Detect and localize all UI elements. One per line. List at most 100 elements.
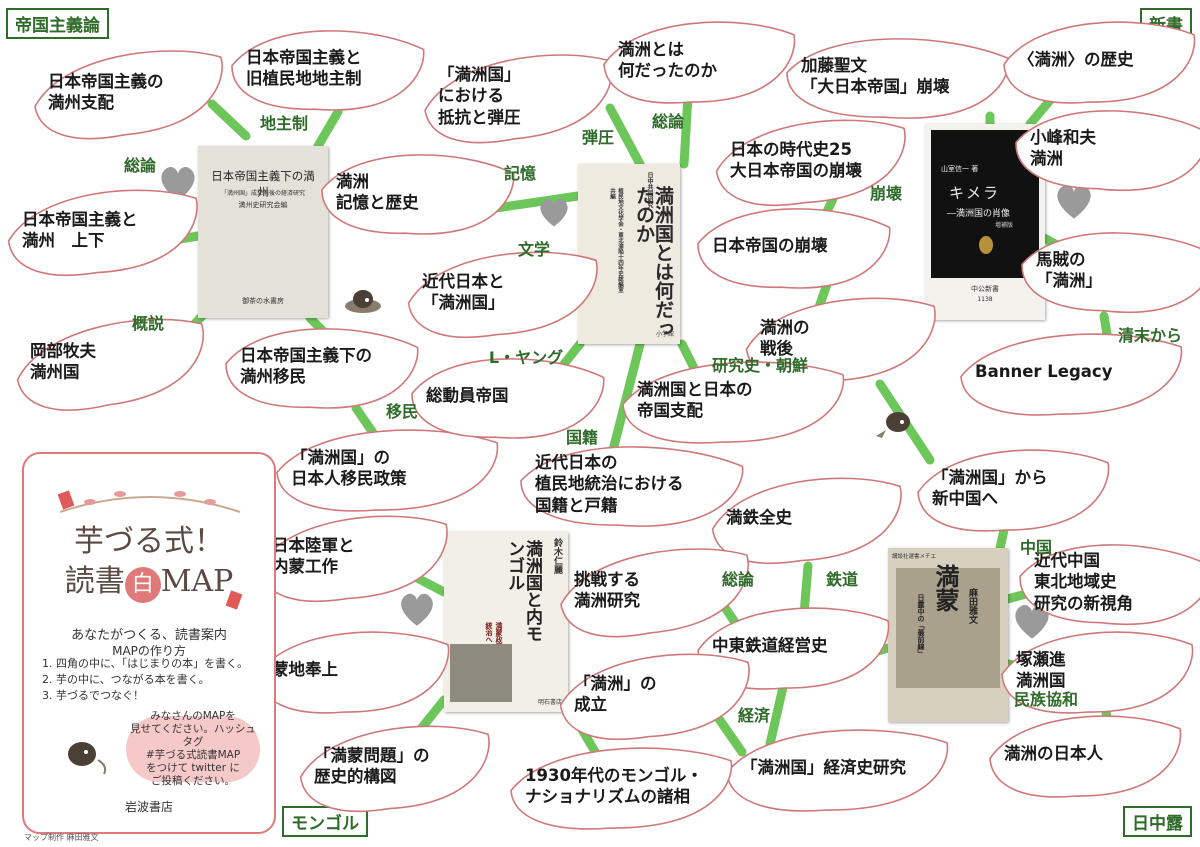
- leaf-line: 蒙地奉上: [272, 660, 338, 680]
- leaf-line: 「大日本帝国」崩壊: [800, 77, 950, 97]
- leaf-line: 中東鉄道経営史: [712, 636, 828, 656]
- book-cover-manmou: 講談社選書メチエ 満蒙 日露中の「最前線」 麻田雅文: [888, 548, 1008, 722]
- leaf-text: 中東鉄道経営史: [712, 601, 880, 691]
- heart-icon: [1015, 605, 1049, 639]
- leaf-line: 日本帝国主義と: [245, 48, 362, 68]
- book-publisher: 御茶の水書房: [242, 297, 284, 305]
- bubble-line: ご投稿ください。: [151, 775, 235, 788]
- leaf-shape: [231, 30, 425, 111]
- leaf-text: 日本帝国主義と旧植民地地主制: [246, 23, 414, 113]
- book-title: キメラ: [949, 184, 1001, 202]
- leaf-line: 「満洲国」から: [932, 467, 1048, 487]
- leaf-shape: [411, 358, 605, 439]
- leaf-nationalism: 1930年代のモンゴル・ナショナリズムの諸相: [507, 741, 737, 831]
- leaf-line: 日本の時代史25: [729, 139, 852, 159]
- leaf-nihon-teikoku-manshu-shihai: 日本帝国主義の満州支配: [26, 37, 234, 147]
- book-author: 鈴木仁麗: [552, 538, 562, 574]
- leaf-text: 〈満洲〉の歴史: [1018, 15, 1186, 105]
- heart-icon: [401, 593, 433, 626]
- leaf-line: 日本帝国主義の: [47, 71, 164, 91]
- leaf-line: 近代日本の: [534, 453, 618, 473]
- leaf-line: における: [437, 86, 504, 106]
- leaf-okabe: 岡部牧夫満州国: [7, 304, 218, 421]
- legend-howto-title: MAPの作り方: [112, 644, 186, 658]
- leaf-line: 抵抗と弾圧: [437, 107, 521, 127]
- leaf-line: 「満洲」: [1035, 271, 1102, 291]
- leaf-soudouin: 総動員帝国: [405, 344, 611, 448]
- leaf-rekishi: 〈満洲〉の歴史: [1000, 15, 1200, 105]
- leaf-shape: [34, 50, 223, 140]
- leaf-line: 旧植民地地主制: [245, 69, 362, 89]
- leaf-line: 日本帝国の崩壊: [711, 236, 828, 256]
- leaf-line: 満洲国と日本の: [637, 379, 753, 399]
- edge-label: 総論: [651, 112, 685, 131]
- leaf-houkai: 日本帝国の崩壊: [691, 194, 897, 298]
- leaf-line: 成立: [573, 694, 607, 714]
- leaf-imin-seisaku: 「満洲国」の日本人移民政策: [273, 423, 503, 513]
- leaf-line: 「満洲」の: [573, 673, 657, 693]
- cover-photo: [896, 568, 1000, 688]
- edge-label: 地主制: [259, 114, 309, 133]
- leaf-line: 「満蒙問題」の: [313, 745, 430, 765]
- vine-link: [605, 103, 645, 169]
- leaf-shape: [786, 38, 1010, 119]
- mole-icon: [345, 290, 381, 313]
- leaf-text: 馬賊の「満洲」: [1036, 225, 1200, 315]
- bubble-line: 見せてください。ハッシュタグ: [130, 722, 256, 748]
- vine-decoration: [59, 491, 241, 513]
- leaf-text: 近代日本と「満洲国」: [422, 247, 590, 337]
- leaf-teikoku-shihai: 満洲国と日本の帝国支配: [619, 355, 849, 445]
- leaf-line: 満州支配: [47, 92, 114, 112]
- leaf-line: 日本人移民政策: [291, 469, 407, 488]
- bubble-line: #芋づる式読書MAP: [145, 749, 241, 761]
- leaf-line: 加藤聖文: [800, 56, 867, 76]
- edge-label: 民族協和: [1013, 690, 1079, 709]
- leaf-keizaishi: 「満洲国」経済史研究: [723, 723, 953, 813]
- book-title: 満洲国と内モンゴル: [504, 540, 542, 642]
- leaf-line: 日本帝国主義下の: [239, 346, 372, 366]
- leaf-line: 満鉄全史: [725, 508, 792, 528]
- leaf-shape: [7, 189, 198, 277]
- leaf-text: 満洲国と日本の帝国支配: [637, 355, 835, 445]
- leaf-shape: [407, 251, 598, 339]
- leaf-tsukase: 塚瀬進満洲国: [998, 625, 1198, 715]
- leaf-manmou-mondai: 「満蒙問題」の歴史的構図: [293, 714, 499, 818]
- edge-label: 国籍: [565, 428, 599, 447]
- vine-link: [607, 339, 645, 459]
- leaf-shape: [257, 631, 450, 714]
- legend-tagline: あなたがつくる、読書案内: [71, 628, 227, 643]
- leaf-shape: [1021, 232, 1200, 314]
- leaf-line: 塚瀬進: [1016, 649, 1066, 669]
- mole-icon: [876, 412, 910, 438]
- vine-link: [207, 99, 251, 141]
- legend-badge: 白: [124, 567, 161, 603]
- leaf-line: 歴史的構図: [313, 766, 397, 786]
- leaf-text: Banner Legacy: [975, 327, 1173, 417]
- leaf-text: 「満蒙問題」の歴史的構図: [314, 721, 482, 811]
- leaf-imin: 日本帝国主義下の満州移民: [219, 314, 425, 418]
- leaf-shape: [424, 54, 613, 144]
- legend-bubble: みなさんのMAPを 見せてください。ハッシュタグ #芋づる式読書MAP をつけて…: [126, 710, 260, 787]
- leaf-text: 「満洲国」における抵抗と弾圧: [438, 51, 606, 141]
- leaf-shape: [603, 21, 796, 104]
- leaf-shape: [276, 429, 499, 512]
- leaf-nandatta: 満洲とは何だったのか: [600, 15, 800, 105]
- leaf-shape: [225, 328, 419, 409]
- book-series: 日中共同研究: [646, 172, 653, 208]
- book-cover-teikoku: 日本帝国主義下の満州 「満州国」成立前後の経済研究 満州史研究会編 御茶の水書房: [198, 146, 328, 318]
- leaf-text: 「満洲国」の日本人移民政策: [291, 423, 489, 513]
- book-cover-chimera: 山室信一 著 キメラ ―満洲国の肖像 増補版 中公新書 1138: [925, 124, 1045, 320]
- crest-icon: [979, 236, 993, 254]
- leaf-text: 日本帝国主義の満州支配: [48, 47, 216, 137]
- legend-title: 芋づる式！: [74, 524, 224, 559]
- leaf-text: 1930年代のモンゴル・ナショナリズムの諸相: [525, 741, 723, 831]
- leaf-line: 研究の新視角: [1033, 593, 1133, 613]
- leaf-shape: [510, 747, 733, 830]
- legend-publisher: 岩波書店: [124, 800, 173, 814]
- leaf-shape: [520, 446, 744, 527]
- book-author: 麻田雅文: [967, 588, 977, 624]
- legend-title-part: 読書: [64, 564, 125, 599]
- leaf-line: 日本陸軍と: [271, 535, 355, 555]
- leaf-manshu-jouge: 日本帝国主義と満州 上下: [1, 178, 207, 282]
